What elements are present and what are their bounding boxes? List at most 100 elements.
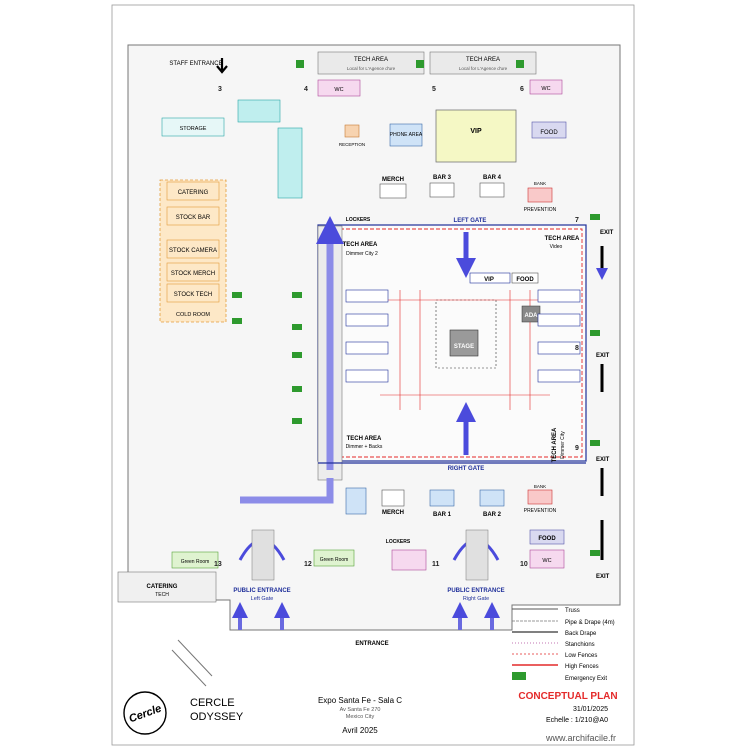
exit-label-3: EXIT bbox=[596, 457, 610, 463]
stock-merch-box bbox=[166, 262, 220, 282]
exit-sign-14 bbox=[516, 60, 524, 68]
legend-high-fences: High Fences bbox=[565, 664, 599, 670]
stage-platform bbox=[449, 329, 479, 357]
left-side-box-2 bbox=[345, 313, 389, 327]
zone-num-5: 5 bbox=[432, 86, 436, 93]
stock-tech-label: STOCK TECH bbox=[174, 292, 212, 298]
food-top-label: FOOD bbox=[540, 130, 558, 136]
tech-dimmer1-sub: Dimmer City 2 bbox=[346, 251, 378, 257]
legend-swatch-exit bbox=[512, 672, 526, 680]
staff-entrance-label: STAFF ENTRANCE bbox=[169, 61, 222, 67]
zone-num-4: 4 bbox=[304, 86, 308, 93]
exit-sign-7 bbox=[232, 318, 242, 324]
wc-top-right-label: WC bbox=[541, 86, 550, 92]
vip-mid-box bbox=[469, 272, 511, 284]
stock-camera-label: STOCK CAMERA bbox=[169, 248, 217, 254]
legend-back-drape: Back Drape bbox=[565, 631, 597, 637]
tech-top-b-label: TECH AREA bbox=[466, 57, 500, 63]
zone-num-7: 7 bbox=[575, 217, 579, 224]
food-top-box bbox=[531, 121, 567, 139]
tech-bottom-right-label: TECH AREA bbox=[552, 427, 558, 462]
stage-label: STAGE bbox=[454, 344, 474, 350]
storage-top-box bbox=[161, 117, 225, 137]
legend-pipe-drape: Pipe & Drape (4m) bbox=[565, 620, 615, 626]
plan-title: CONCEPTUAL PLAN bbox=[518, 691, 617, 702]
food-mid-box bbox=[511, 272, 539, 284]
merch-bottom-box bbox=[381, 489, 405, 507]
exit-sign-10 bbox=[590, 440, 600, 446]
reception-label: RECEPTION bbox=[339, 142, 365, 147]
wc-top-label: WC bbox=[334, 87, 343, 93]
legend-truss: Truss bbox=[565, 608, 580, 614]
lockers-top-label: LOCKERS bbox=[346, 217, 371, 223]
bar2-box bbox=[479, 489, 505, 507]
venue-address-2: Mexico City bbox=[346, 714, 375, 720]
left-entrance-turnstile bbox=[251, 529, 275, 581]
left-side-box-3 bbox=[345, 341, 389, 355]
public-right-label: PUBLIC ENTRANCE bbox=[447, 588, 504, 594]
stock-bar-label: STOCK BAR bbox=[176, 215, 211, 221]
food-bottom-label: FOOD bbox=[538, 536, 556, 542]
food-bottom-box bbox=[529, 529, 565, 545]
ada-label: ADA bbox=[525, 313, 539, 319]
bar4-box bbox=[479, 182, 505, 198]
prevention-bottom-box bbox=[527, 489, 553, 505]
bar3-box bbox=[429, 182, 455, 198]
staff-entrance-arrow bbox=[216, 58, 228, 74]
phone-area-bottom-box bbox=[345, 487, 367, 515]
prevention-top-box bbox=[527, 187, 553, 203]
legend-emergency-exit: Emergency Exit bbox=[565, 676, 607, 682]
reception-box bbox=[344, 124, 360, 138]
exit-sign-2 bbox=[292, 324, 302, 330]
tech-bottom-left-sub: Dimmer + Backs bbox=[346, 444, 383, 450]
merch-top-box bbox=[379, 183, 407, 199]
stock-catering-label: CATERING bbox=[178, 190, 209, 196]
wc-bottom-right-box bbox=[529, 549, 565, 569]
bank-top-label: BANK bbox=[534, 181, 546, 186]
food-mid-label: FOOD bbox=[516, 277, 534, 283]
exit-sign-12 bbox=[296, 60, 304, 68]
public-left-label: PUBLIC ENTRANCE bbox=[233, 588, 290, 594]
vip-label: VIP bbox=[470, 128, 482, 135]
right-side-box-4 bbox=[537, 369, 581, 383]
right-gate-label: RIGHT GATE bbox=[448, 466, 485, 472]
stock-bar-box bbox=[166, 206, 220, 226]
wc-bottom-right-label: WC bbox=[542, 558, 551, 564]
cold-room-label: COLD ROOM bbox=[176, 312, 210, 318]
stock-camera-box bbox=[166, 239, 220, 259]
cercle-logo bbox=[123, 691, 167, 735]
right-side-box-1 bbox=[537, 289, 581, 303]
tech-top-b-box bbox=[429, 51, 537, 75]
green-room-b-label: Green Room bbox=[320, 557, 349, 563]
exit-sign-11 bbox=[590, 550, 600, 556]
prevention-bottom-label: PREVENTION bbox=[524, 508, 557, 514]
stock-catering-box bbox=[166, 181, 220, 201]
wc-bottom-box bbox=[391, 549, 427, 571]
zone-num-12: 12 bbox=[304, 561, 312, 568]
zone-num-8: 8 bbox=[575, 345, 579, 352]
public-left-sub: Left Gate bbox=[251, 596, 274, 602]
green-room-a-label: Green Room bbox=[181, 559, 210, 565]
bar2-label: BAR 2 bbox=[483, 512, 502, 518]
lockers-bottom-label: LOCKERS bbox=[386, 539, 411, 545]
left-side-box-1 bbox=[345, 289, 389, 303]
vip-area bbox=[435, 109, 517, 163]
tech-bottom-left-label: TECH AREA bbox=[347, 436, 382, 442]
bar3-label: BAR 3 bbox=[433, 175, 452, 181]
catering-label: CATERING bbox=[147, 584, 178, 590]
staff-lockers-box bbox=[277, 127, 303, 199]
exit-label-2: EXIT bbox=[596, 353, 610, 359]
catering-sub: TECH bbox=[155, 592, 169, 598]
exit-sign-9 bbox=[590, 330, 600, 336]
event-period: Avril 2025 bbox=[342, 726, 378, 735]
legend-low-fences: Low Fences bbox=[565, 653, 597, 659]
exit-sign-1 bbox=[292, 292, 302, 298]
bar4-label: BAR 4 bbox=[483, 175, 502, 181]
bar1-label: BAR 1 bbox=[433, 512, 452, 518]
venue-address-1: Av Santa Fe 270 bbox=[340, 707, 381, 713]
legend-stanchions: Stanchions bbox=[565, 642, 595, 648]
zone-num-11: 11 bbox=[432, 561, 440, 568]
zone-num-10: 10 bbox=[520, 561, 528, 568]
zone-num-13: 13 bbox=[214, 561, 222, 568]
